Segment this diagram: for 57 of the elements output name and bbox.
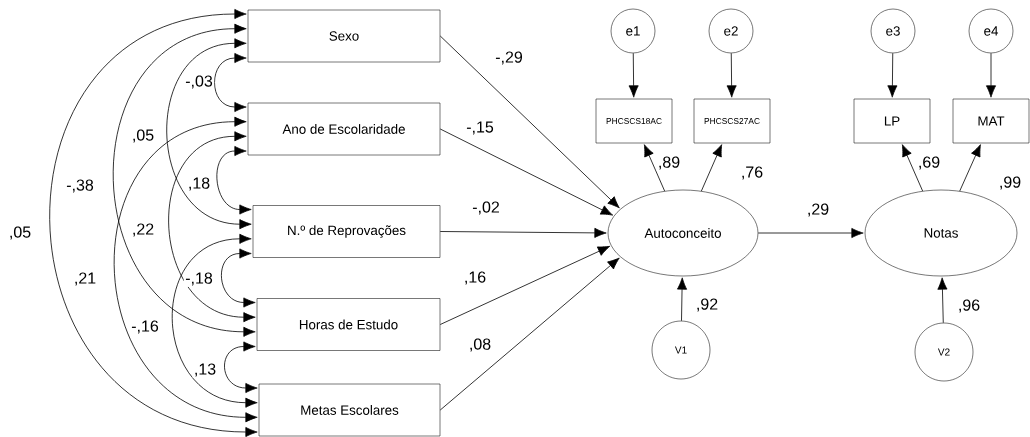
edge-label: -,02	[470, 200, 502, 216]
edge-label: ,05	[7, 225, 33, 241]
curved-arrow	[166, 38, 252, 230]
curved-arrow	[224, 341, 258, 393]
edge-label: ,99	[997, 175, 1023, 191]
curved-arrow	[113, 116, 258, 423]
edge-label: ,76	[739, 165, 765, 181]
arrow	[439, 227, 607, 238]
variable-box: PHCSCS27AC	[693, 98, 771, 144]
curved-arrow	[112, 23, 256, 337]
arrow	[439, 245, 611, 325]
edge-label: ,21	[72, 271, 98, 287]
variable-box: Sexo	[247, 9, 441, 63]
variable-box: Horas de Estudo	[256, 298, 441, 351]
edge-label: -,38	[64, 178, 96, 194]
arrow	[959, 144, 981, 192]
arrow	[757, 228, 864, 238]
arrow	[726, 52, 737, 98]
variable-box: Metas Escolares	[258, 383, 441, 437]
arrow	[887, 52, 898, 98]
arrow	[439, 257, 620, 411]
arrow	[700, 144, 723, 192]
edge-label: ,69	[916, 155, 942, 171]
arrow	[643, 144, 666, 192]
variable-box: PHCSCS18AC	[595, 98, 673, 144]
edge-label: ,18	[186, 176, 212, 192]
curved-arrow	[168, 131, 256, 323]
arrow	[901, 144, 924, 192]
curved-arrow	[214, 53, 247, 113]
edge-label: ,05	[130, 128, 156, 144]
curved-arrow	[171, 233, 258, 408]
edge-label: -,18	[183, 271, 215, 287]
arrow	[439, 35, 620, 209]
variable-box: Ano de Escolaridade	[247, 102, 441, 156]
edge-label: -,03	[183, 74, 215, 90]
edge-label: ,16	[462, 270, 488, 286]
arrow	[439, 128, 613, 216]
curved-arrow	[221, 248, 256, 308]
variable-box: N.º de Reprovações	[252, 205, 441, 258]
edge-label: ,08	[467, 337, 493, 353]
edge-label: ,29	[805, 202, 831, 218]
edge-label: ,96	[956, 298, 982, 314]
edge-label: ,89	[656, 155, 682, 171]
edge-label: ,13	[192, 362, 218, 378]
edge-label: -,16	[129, 319, 161, 335]
edge-label: -,15	[464, 120, 496, 136]
variable-box: LP	[853, 98, 931, 144]
arrow	[677, 277, 688, 322]
edge-label: ,22	[130, 222, 156, 238]
arrow	[937, 277, 948, 324]
curved-arrow	[49, 9, 258, 437]
edge-label: -,29	[493, 50, 525, 66]
arrow	[628, 52, 639, 98]
variable-box: MAT	[952, 98, 1030, 144]
edge-label: ,92	[694, 297, 720, 313]
arrow	[986, 52, 996, 98]
curved-arrow	[216, 146, 252, 215]
